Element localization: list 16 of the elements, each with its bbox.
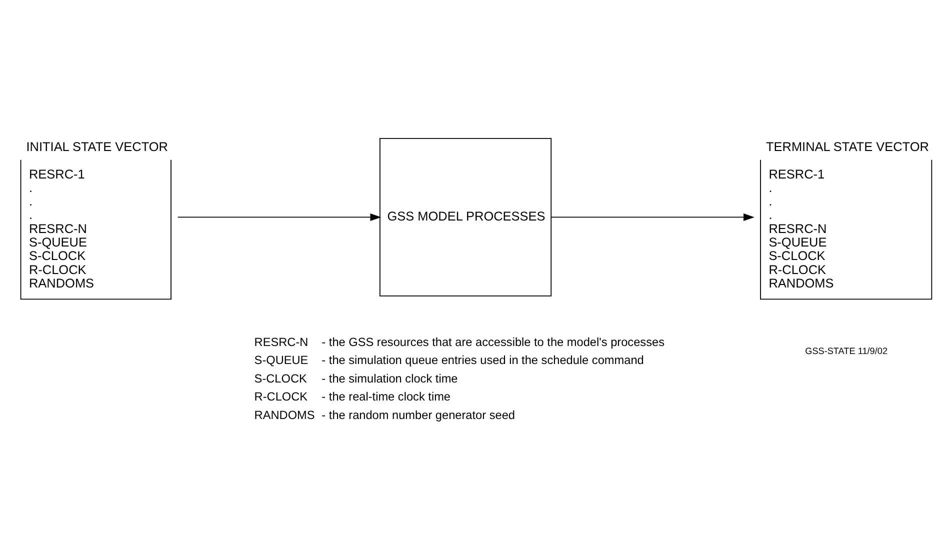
label: - the real-time clock time [322, 389, 451, 404]
arrow [177, 212, 382, 221]
label: GSS-STATE 11/9/02 [805, 346, 888, 356]
label: - the random number generator seed [322, 407, 515, 422]
label: R-CLOCK [254, 389, 308, 404]
label: - the simulation clock time [322, 370, 458, 385]
label: RANDOMS [254, 407, 315, 422]
label: - the GSS resources that are accessible to the model's processes [322, 334, 664, 348]
label: - the simulation queue entries used in the schedule command [322, 352, 644, 367]
label: S-CLOCK [254, 370, 307, 385]
label: S-QUEUE [254, 352, 308, 367]
label: RESRC-N [254, 334, 308, 348]
node-text: INITIAL STATE VECTOR RESRC-1 . . . RESRC-N S-QUEUE S-CLOCK R-CLOCK RANDOMS [26, 138, 168, 290]
arrow [550, 212, 754, 221]
node-box: GSS MODEL PROCESSES [380, 138, 552, 296]
node-text: TERMINAL STATE VECTOR RESRC-1 . . . RESRC-N S-QUEUE S-CLOCK R-CLOCK RANDOMS [766, 138, 929, 290]
